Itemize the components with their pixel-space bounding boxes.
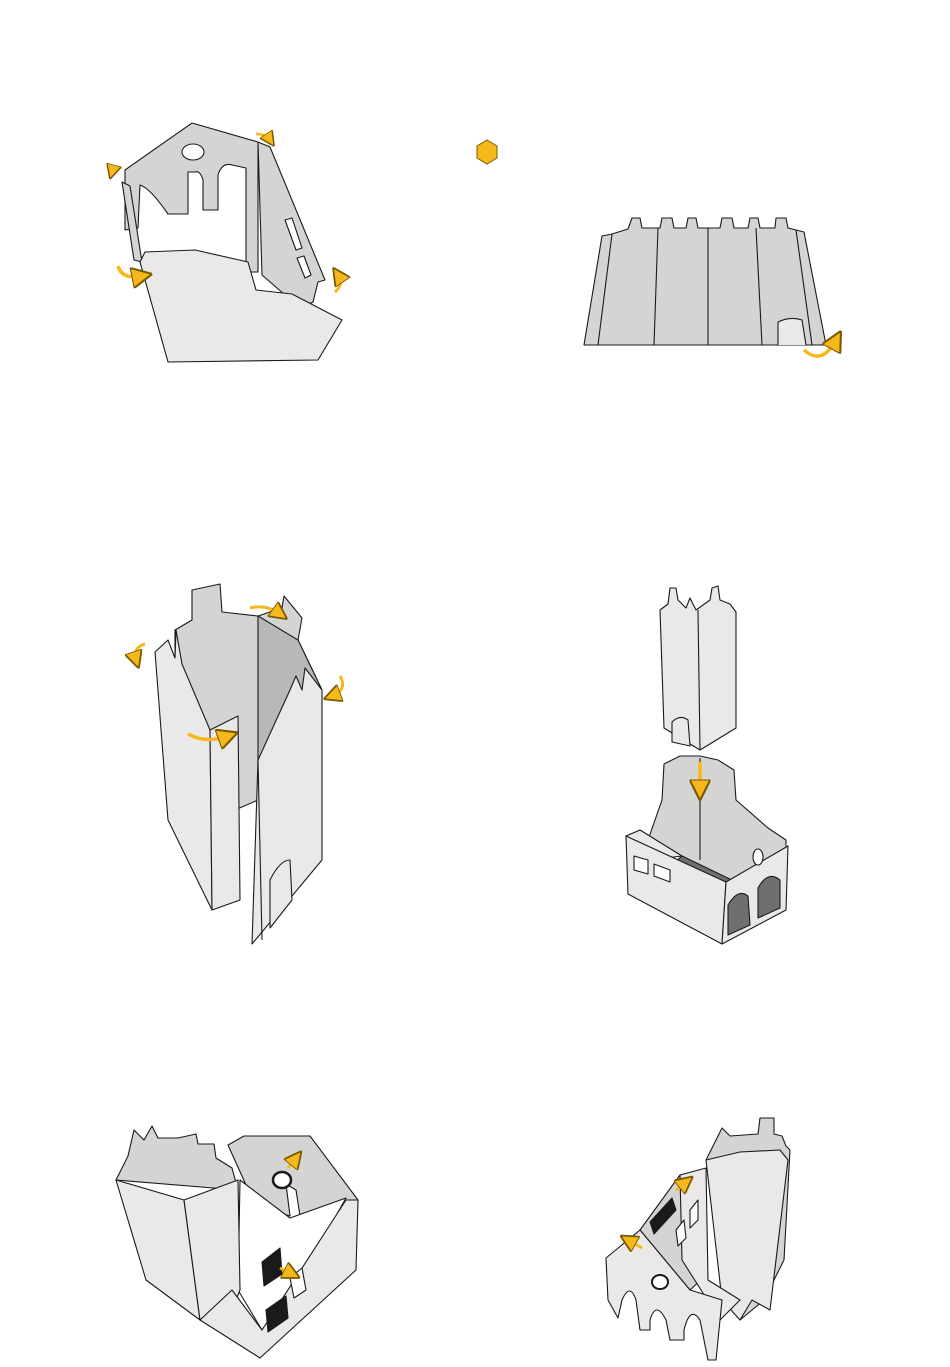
step-6-finished-church <box>606 1118 790 1360</box>
fold-arrow-icon <box>135 644 145 660</box>
step-5-attach-windows <box>116 1126 358 1358</box>
round-window <box>753 849 763 865</box>
step-1-fold-church-body <box>112 123 342 362</box>
fold-arrow-icon <box>112 167 122 172</box>
round-window <box>273 1172 291 1188</box>
round-window <box>652 1275 668 1289</box>
fold-arrow-icon <box>332 676 343 696</box>
step-3-form-tower <box>135 584 343 944</box>
tower-left-front <box>210 716 240 910</box>
fold-arrow-icon <box>335 275 340 292</box>
fold-arrow-icon <box>256 134 270 140</box>
tower-top <box>116 1126 238 1190</box>
round-window <box>182 144 204 160</box>
tower-door <box>672 717 690 746</box>
step-2-crease-tower-sheet <box>584 218 836 356</box>
fold-arrow-icon <box>118 266 142 277</box>
hexagon-marker-icon <box>477 140 497 164</box>
step-4-insert-tower <box>626 586 788 944</box>
tower-door <box>778 318 806 345</box>
